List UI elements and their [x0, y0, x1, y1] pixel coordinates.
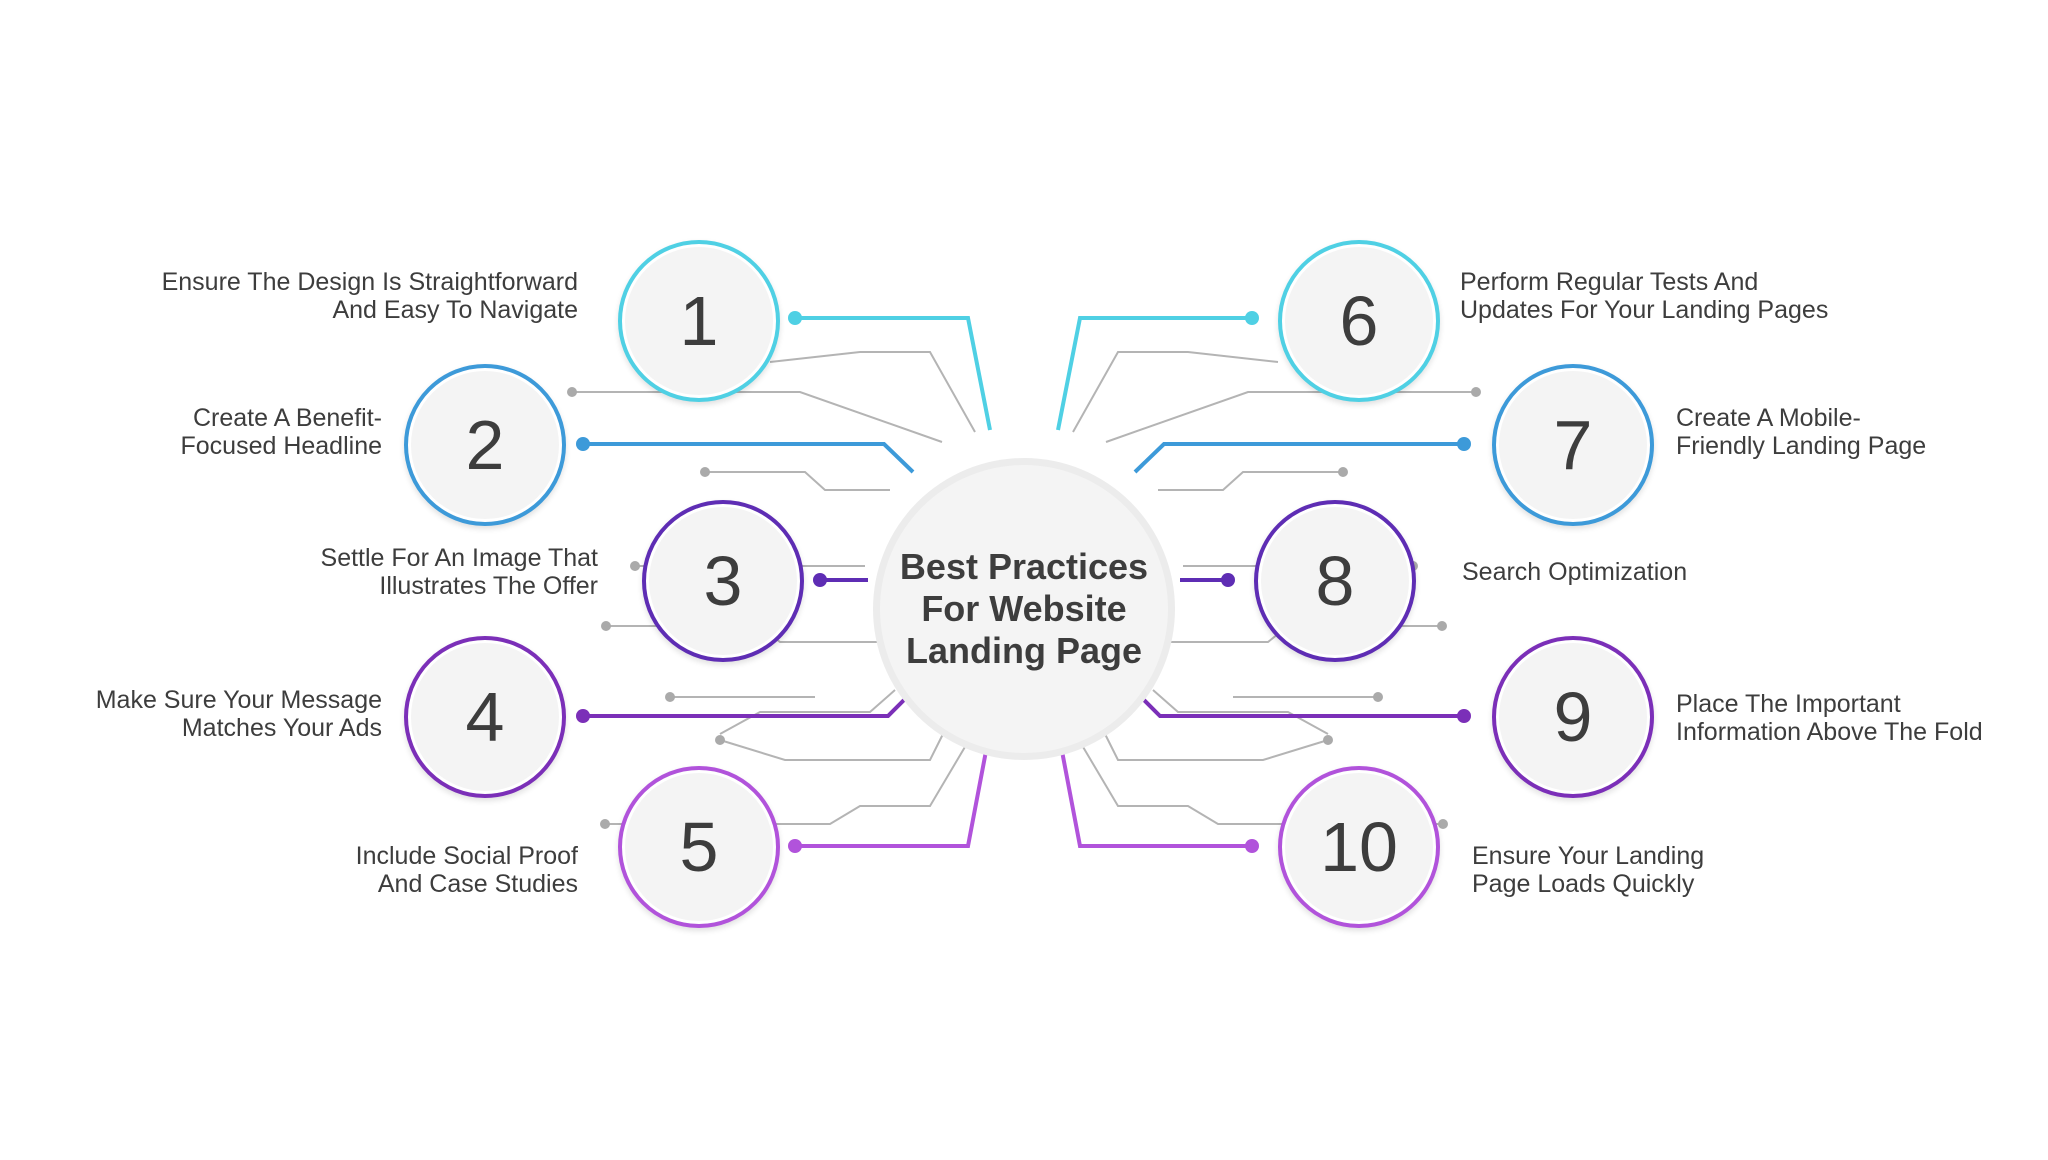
- center-hub: Best Practices For Website Landing Page: [880, 465, 1168, 753]
- diagram-title: Best Practices For Website Landing Page: [899, 546, 1149, 671]
- step-circle-1: 1: [618, 240, 780, 402]
- step-number-7: 7: [1553, 406, 1593, 484]
- step-circle-4: 4: [404, 636, 566, 798]
- step-number-1: 1: [679, 282, 719, 360]
- connector-1: [795, 316, 992, 431]
- step-label-6: Perform Regular Tests And Updates For Yo…: [1460, 268, 1829, 324]
- step-circle-8: 8: [1254, 500, 1416, 662]
- connector-2: [583, 442, 915, 474]
- step-circle-9: 9: [1492, 636, 1654, 798]
- step-label-4: Make Sure Your Message Matches Your Ads: [95, 686, 382, 742]
- connector-10: [1056, 729, 1252, 848]
- step-label-1: Ensure The Design Is Straightforward And…: [161, 268, 578, 324]
- step-circle-2: 2: [404, 364, 566, 526]
- step-label-5: Include Social Proof And Case Studies: [355, 842, 578, 898]
- step-label-9: Place The Important Information Above Th…: [1676, 690, 1983, 746]
- step-circle-10: 10: [1278, 766, 1440, 928]
- step-label-3: Settle For An Image That Illustrates The…: [320, 544, 598, 600]
- color-connectors: [583, 316, 1464, 848]
- step-label-7: Create A Mobile- Friendly Landing Page: [1676, 404, 1927, 460]
- step-number-8: 8: [1315, 542, 1355, 620]
- step-circle-6: 6: [1278, 240, 1440, 402]
- step-number-4: 4: [465, 678, 505, 756]
- step-label-10: Ensure Your Landing Page Loads Quickly: [1472, 842, 1705, 898]
- step-label-2: Create A Benefit- Focused Headline: [180, 404, 382, 460]
- step-number-5: 5: [679, 808, 719, 886]
- connector-4: [583, 690, 914, 718]
- step-label-8: Search Optimization: [1462, 558, 1688, 586]
- step-circle-3: 3: [642, 500, 804, 662]
- step-circle-7: 7: [1492, 364, 1654, 526]
- connector-6: [1056, 316, 1252, 431]
- connector-7: [1133, 442, 1464, 474]
- step-number-10: 10: [1320, 808, 1398, 886]
- step-number-9: 9: [1553, 678, 1593, 756]
- step-number-6: 6: [1339, 282, 1379, 360]
- connector-end-dots: [576, 311, 1471, 853]
- gray-circuit-dots: [567, 387, 1481, 829]
- step-circle-5: 5: [618, 766, 780, 928]
- step-number-2: 2: [465, 406, 505, 484]
- connector-5: [795, 729, 992, 848]
- connector-9: [1134, 690, 1464, 718]
- step-number-3: 3: [703, 542, 743, 620]
